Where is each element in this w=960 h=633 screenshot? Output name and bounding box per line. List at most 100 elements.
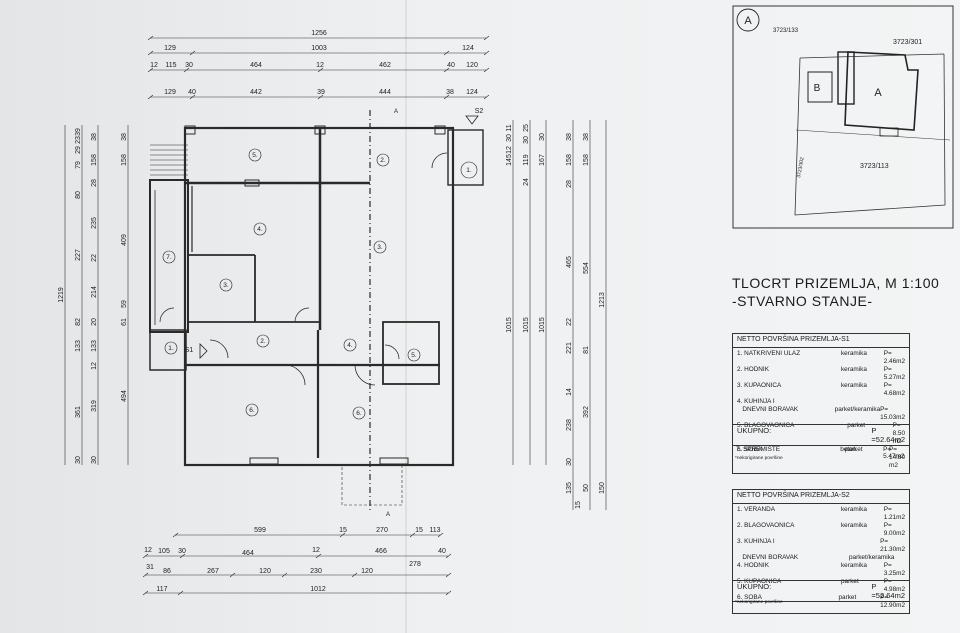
dim-text: 23	[75, 136, 82, 144]
dim-text: 15	[575, 501, 582, 509]
walls	[149, 110, 484, 510]
dim-text: 22	[91, 254, 98, 262]
dim-text: 1015	[539, 317, 546, 333]
dim-text: 30	[566, 458, 573, 466]
dim-text: 81	[583, 346, 590, 354]
dim-text: 158	[583, 154, 590, 166]
room-area: P= 21.30m2	[880, 537, 906, 553]
room-label: 3.	[223, 282, 229, 289]
dim-text: 28	[91, 179, 98, 187]
dim-text: 30	[91, 456, 98, 464]
dim-text: 14	[566, 388, 573, 396]
table-total-s1: UKUPNO: P =52.64m2	[732, 424, 910, 446]
table-note: *nekorigirane površine	[735, 600, 783, 605]
dim-text: 554	[583, 262, 590, 274]
room-name: 1. NATKRIVENI ULAZ	[737, 349, 801, 357]
dim-text: 227	[75, 249, 82, 261]
section-label-s1: S1	[185, 347, 194, 354]
dim-text: 465	[566, 256, 573, 268]
dim-text: 30	[75, 456, 82, 464]
building-label: A	[874, 87, 882, 99]
total-label: UKUPNO:	[737, 582, 772, 591]
room-material: keramika	[840, 381, 867, 389]
dim-text: 79	[75, 161, 82, 169]
room-material: keramika	[840, 521, 867, 529]
dim-text: 120	[361, 568, 373, 575]
room-name: 5. KUPAONICA	[737, 577, 782, 585]
dim-text: 278	[409, 561, 421, 568]
room-material: parket/keramika	[849, 553, 895, 561]
room-name: 2. HODNIK	[737, 365, 769, 373]
section-mark-top: A	[394, 109, 398, 115]
table-header: NETTO POVRŠINA PRIZEMLJA-S2	[733, 490, 909, 504]
dim-text: 12	[312, 547, 320, 554]
room-name: 4. KUHINJA I	[737, 397, 775, 405]
dim-text: 61	[121, 318, 128, 326]
room-name: DNEVNI BORAVAK	[737, 553, 799, 561]
dim-text: 150	[599, 482, 606, 494]
dim-text: 235	[91, 217, 98, 229]
room-labels: 1. 5. 2. 4. 3. 7. 3. 2. 4. 1. 5. 6. 6. S…	[166, 108, 483, 518]
dim-text: 11	[506, 124, 513, 131]
room-material: beton	[840, 446, 857, 453]
dim-text: 361	[75, 406, 82, 418]
dim-text: 39	[75, 128, 82, 136]
dim-text: 214	[91, 286, 98, 298]
dim-text: 462	[379, 62, 391, 69]
dim-text: 30	[178, 548, 186, 555]
room-label: 5.	[411, 352, 417, 359]
dim-text: 270	[376, 527, 388, 534]
parcel-label: 3723/133	[773, 28, 799, 34]
dim-text: 38	[446, 89, 454, 96]
dim-text: 444	[379, 89, 391, 96]
room-material	[849, 398, 895, 406]
room-material: parket/keramika	[834, 405, 881, 413]
dim-text: 30	[506, 134, 513, 142]
room-name: 1. VERANDA	[737, 505, 776, 513]
dim-text: 120	[259, 568, 271, 575]
room-label: 6.	[249, 407, 255, 414]
s1-marker	[199, 343, 208, 359]
dim-text: 25	[523, 124, 530, 132]
dim-text: 129	[164, 45, 176, 52]
dim-text: 158	[566, 154, 573, 166]
total-label: UKUPNO:	[737, 426, 772, 435]
dim-text: 30	[523, 136, 530, 144]
room-area: P= 1.21m2	[883, 505, 906, 521]
table-row: 1. VERANDA keramika P= 1.21m2	[733, 506, 909, 522]
room-material	[838, 538, 880, 554]
room-label: 3.	[377, 244, 383, 251]
room-area: P= 5.47m2	[883, 446, 905, 460]
room-material: parket	[838, 593, 857, 601]
outer-wall-entry	[149, 329, 187, 371]
dim-text: 409	[121, 234, 128, 246]
room-label: 4.	[347, 342, 353, 349]
dim-text: 12	[91, 362, 98, 370]
room-name: 5. BLAGOVAONICA	[737, 421, 795, 429]
dim-text: 1012	[310, 586, 326, 593]
dimension-ticks	[142, 35, 490, 596]
parcel-label: 3723/302	[796, 157, 806, 179]
dim-text: 1015	[506, 317, 513, 333]
room-name: 4. HODNIK	[737, 561, 769, 569]
room-name: 3. KUHINJA I	[737, 537, 775, 545]
section-label-s2: S2	[475, 108, 484, 115]
room-material: keramika	[840, 505, 867, 513]
dim-text: 167	[539, 154, 546, 166]
s2-marker	[465, 115, 479, 125]
room-material: parket	[847, 421, 866, 429]
room-label: 2.	[260, 338, 266, 345]
dim-text: 145	[506, 154, 513, 166]
dim-text: 1213	[599, 292, 606, 308]
room-material: keramika	[840, 349, 867, 357]
table-note: *nekorigirane površine	[735, 456, 783, 461]
room-material: parket	[840, 577, 859, 585]
room-label: 7.	[166, 254, 172, 261]
